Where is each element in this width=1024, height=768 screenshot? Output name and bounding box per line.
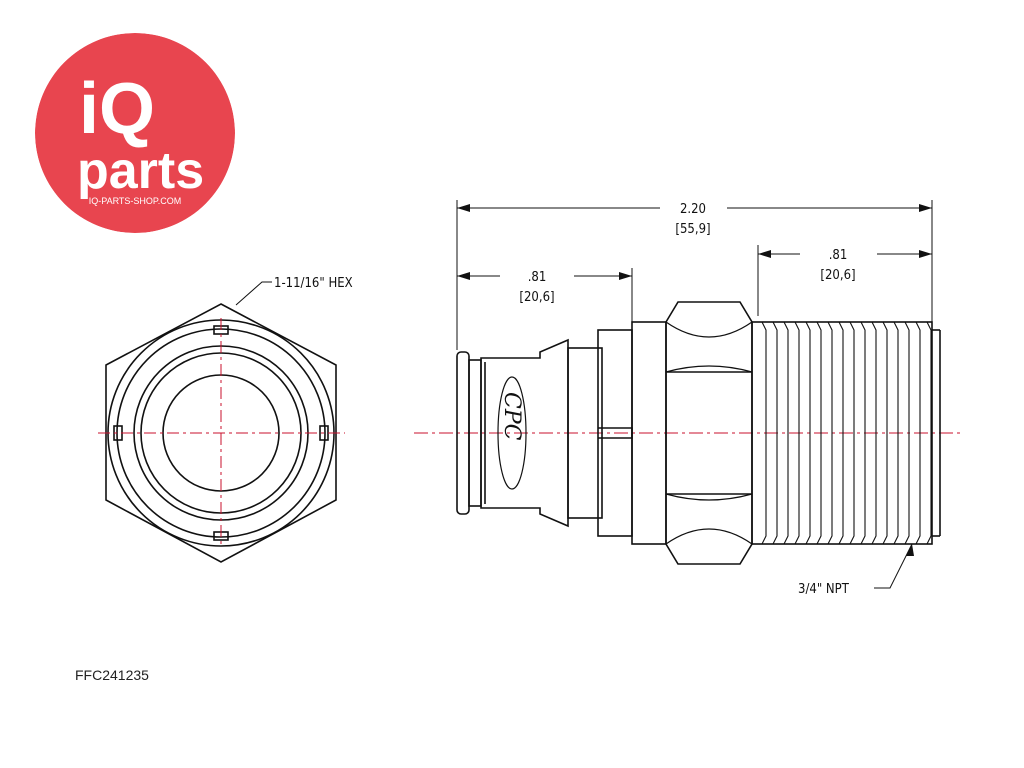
coupler-body xyxy=(480,338,569,528)
iq-parts-logo: iQ parts IQ-PARTS-SHOP.COM xyxy=(35,33,235,233)
thread-lines xyxy=(761,321,932,545)
body-mark-text: CPC xyxy=(499,392,524,441)
thread-crest xyxy=(849,321,855,545)
thread-crest xyxy=(783,321,789,545)
thread-crest xyxy=(761,321,767,545)
thread-crest xyxy=(904,321,910,545)
thread-crest xyxy=(805,321,811,545)
left-length-mm: [20,6] xyxy=(519,290,554,305)
part-code: FFC241235 xyxy=(75,667,149,683)
right-length: .81 xyxy=(829,248,848,263)
logo-circle xyxy=(35,33,235,233)
overall-length: 2.20 xyxy=(680,202,706,217)
hex-label: 1-11/16" HEX xyxy=(274,276,353,291)
hex-leader xyxy=(235,281,272,306)
right-length-mm: [20,6] xyxy=(820,268,855,283)
thread-crest xyxy=(860,321,866,545)
thread-crest xyxy=(882,321,888,545)
arrowheads xyxy=(457,204,932,556)
thread-crest xyxy=(816,321,822,545)
logo-brand-bottom: parts xyxy=(77,142,204,200)
dimension-lines xyxy=(456,200,933,589)
hex-outline xyxy=(105,303,337,563)
thread-crest xyxy=(838,321,844,545)
thread-body xyxy=(751,321,933,545)
logo-website: IQ-PARTS-SHOP.COM xyxy=(89,196,182,206)
thread-crest xyxy=(827,321,833,545)
left-length: .81 xyxy=(528,270,547,285)
latch-body xyxy=(567,347,603,519)
thread-crest xyxy=(772,321,778,545)
thread-crest xyxy=(926,321,932,545)
thread-crest xyxy=(871,321,877,545)
thread-crest xyxy=(893,321,899,545)
overall-length-mm: [55,9] xyxy=(675,222,710,237)
side-view xyxy=(456,301,941,565)
logo-brand-top: iQ xyxy=(79,69,155,149)
body-mark: CPC xyxy=(497,376,527,490)
thread-crest xyxy=(915,321,921,545)
thread-label: 3/4" NPT xyxy=(798,582,850,597)
thread-crest xyxy=(794,321,800,545)
end-view-centerlines xyxy=(98,318,345,548)
